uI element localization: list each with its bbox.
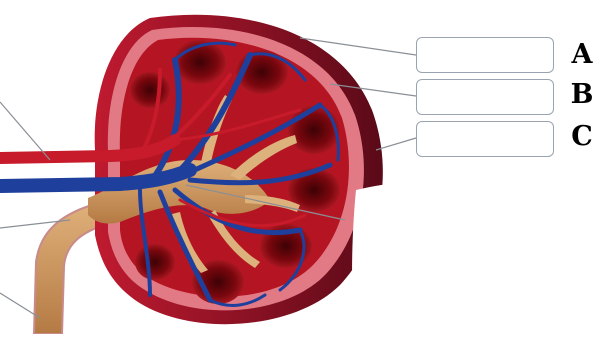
- label-letter-b: B: [567, 80, 597, 110]
- answer-box-c[interactable]: [416, 121, 554, 157]
- label-letter-a: A: [567, 40, 597, 70]
- answer-box-a[interactable]: [416, 37, 554, 73]
- label-letter-c: C: [567, 122, 597, 152]
- erased-area: [352, 175, 600, 334]
- answer-box-b[interactable]: [416, 79, 554, 115]
